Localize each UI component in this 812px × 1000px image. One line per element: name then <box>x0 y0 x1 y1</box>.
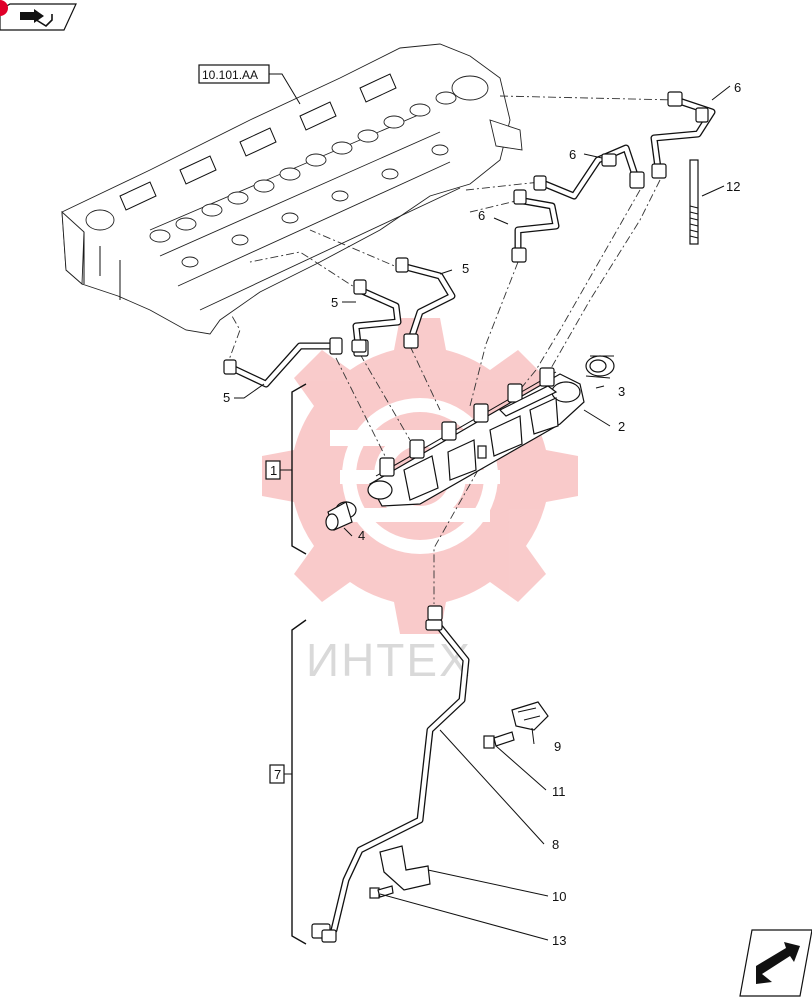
ref-code-box[interactable]: 10.101.AA <box>198 64 270 84</box>
callout-4[interactable]: 4 <box>358 528 365 543</box>
next-arrow-icon[interactable] <box>739 929 812 997</box>
callout-8[interactable]: 8 <box>552 837 559 852</box>
stud-bolt-12 <box>689 159 699 245</box>
bracket-group-1 <box>291 383 307 555</box>
watermark-text: ИНТЕХ <box>306 634 472 686</box>
alignment-lines <box>225 95 677 604</box>
feed-pipe-8 <box>311 605 470 943</box>
relief-valve-4 <box>325 501 357 531</box>
ref-code-text: 10.101.AA <box>202 68 258 82</box>
common-fuel-rail <box>367 367 585 507</box>
callout-5a[interactable]: 5 <box>223 390 230 405</box>
group-label-7-text: 7 <box>274 767 281 782</box>
callout-6b[interactable]: 6 <box>569 147 576 162</box>
callout-5c[interactable]: 5 <box>462 261 469 276</box>
red-badge <box>0 0 8 16</box>
cylinder-head-assembly <box>61 43 523 335</box>
group-label-1[interactable]: 1 <box>265 460 281 480</box>
callout-numbers: 2 3 4 5 5 5 6 6 6 8 9 10 11 12 13 <box>223 80 741 948</box>
callout-5b[interactable]: 5 <box>331 295 338 310</box>
bolt-11 <box>483 731 515 749</box>
group-label-7[interactable]: 7 <box>269 764 285 784</box>
callout-9[interactable]: 9 <box>554 739 561 754</box>
back-book-icon[interactable] <box>0 3 77 31</box>
injector-pipes-5 <box>223 257 456 388</box>
clamp-9 <box>511 701 549 731</box>
bracket-group-7 <box>291 619 307 945</box>
leader-lines <box>234 85 731 941</box>
callout-6a[interactable]: 6 <box>734 80 741 95</box>
callout-3[interactable]: 3 <box>618 384 625 399</box>
injector-pipes-6 <box>511 91 716 263</box>
pressure-sensor-3 <box>585 355 615 379</box>
valve-bosses <box>85 75 489 268</box>
callout-6c[interactable]: 6 <box>478 208 485 223</box>
group-label-1-text: 1 <box>270 463 277 478</box>
callout-2[interactable]: 2 <box>618 419 625 434</box>
callout-11[interactable]: 11 <box>552 784 566 799</box>
clamp-10 <box>379 845 431 891</box>
callout-12[interactable]: 12 <box>726 179 740 194</box>
callout-10[interactable]: 10 <box>552 889 566 904</box>
callout-13[interactable]: 13 <box>552 933 566 948</box>
